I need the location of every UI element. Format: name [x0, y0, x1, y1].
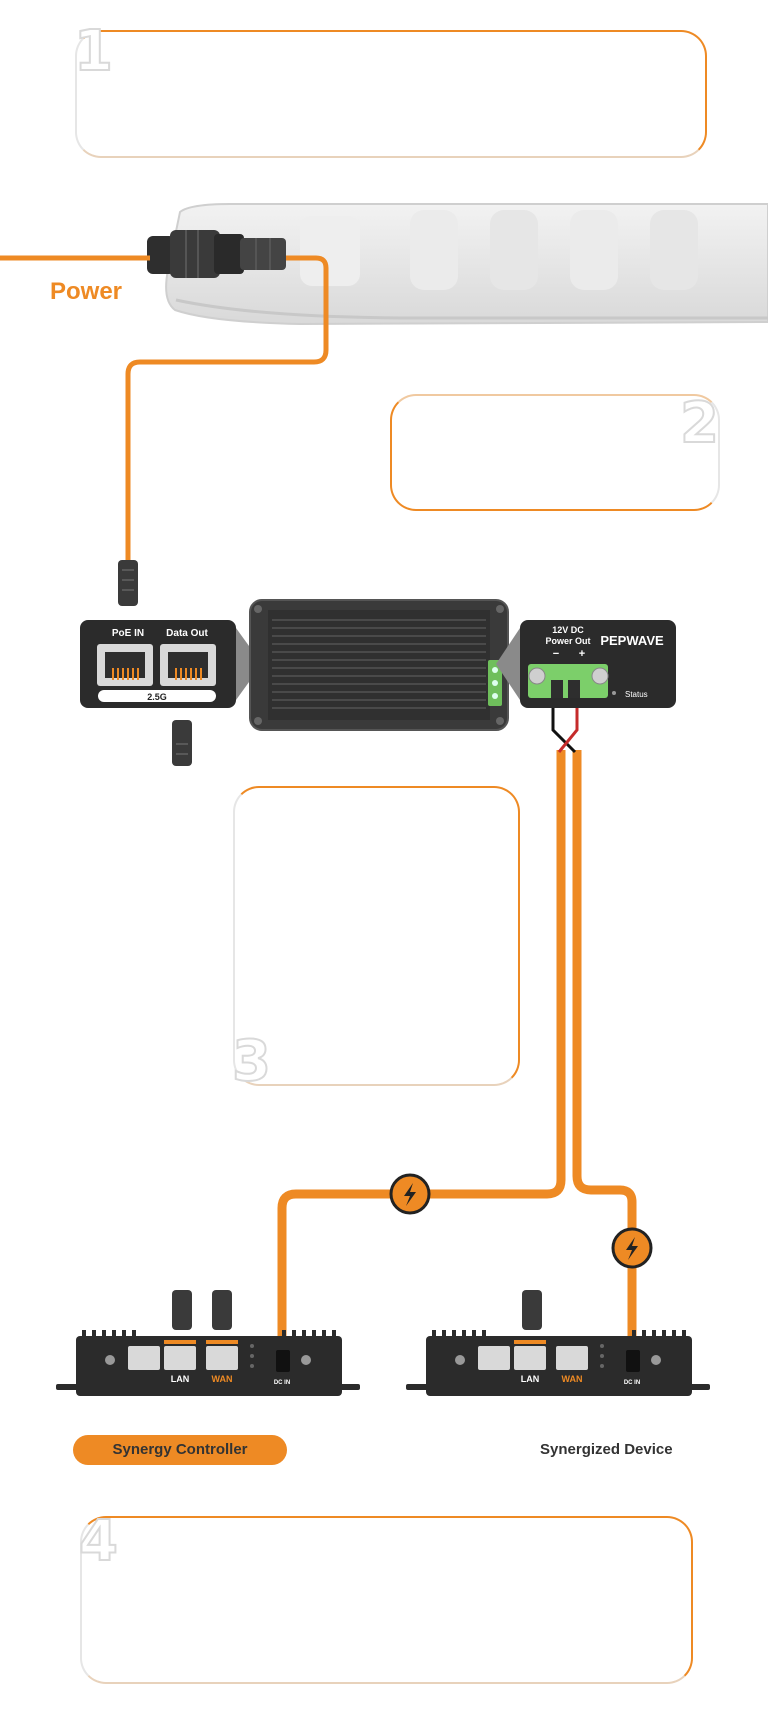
dc-wires: [551, 700, 579, 754]
status-label: Status: [625, 690, 648, 699]
step-4-number: 4: [78, 1509, 119, 1574]
brand-logo: PEPWAVE: [600, 633, 664, 648]
router-device-controller: [56, 1290, 360, 1396]
router2-dcin-label: DC IN: [624, 1380, 640, 1386]
step-3-number: 3: [231, 1029, 272, 1094]
synergy-controller-badge: Synergy Controller: [73, 1435, 287, 1465]
lightning-icon: [389, 1173, 431, 1215]
poe-in-label: PoE IN: [112, 628, 144, 639]
step-4-box: [80, 1516, 693, 1684]
ethernet-plug-icon: [172, 720, 192, 766]
dc-header-line1: 12V DC: [552, 625, 584, 635]
step-1-number: 1: [73, 19, 114, 84]
dc-header-line2: Power Out: [545, 636, 590, 646]
router1-dcin-label: DC IN: [274, 1380, 290, 1386]
dc-minus-label: −: [553, 648, 559, 660]
power-label: Power: [50, 278, 123, 305]
step-2-box: [390, 394, 720, 511]
data-out-label: Data Out: [166, 628, 208, 639]
router2-wan-label: WAN: [562, 1374, 583, 1384]
step-2-number: 2: [679, 391, 720, 456]
lightning-icon: [611, 1227, 653, 1269]
router2-lan-label: LAN: [521, 1374, 540, 1384]
step-1-box: [75, 30, 707, 158]
outdoor-antenna-dome: [165, 203, 768, 326]
ethernet-plug-icon: [118, 560, 138, 606]
router-device-synergized: [406, 1290, 710, 1396]
ethernet-plug-icon: [172, 1290, 192, 1330]
speed-badge: 2.5G: [147, 692, 167, 702]
poe-splitter-body: [249, 599, 509, 731]
ethernet-plug-icon: [212, 1290, 232, 1330]
cable-gland: [147, 230, 286, 278]
power-out-module: [496, 620, 676, 708]
dc-plus-label: +: [579, 648, 585, 660]
ethernet-plug-icon: [522, 1290, 542, 1330]
step-3-box: [233, 786, 520, 1086]
power-cables: [0, 255, 637, 1362]
synergized-device-label: Synergized Device: [540, 1441, 673, 1458]
poe-injector: [80, 620, 262, 708]
router1-lan-label: LAN: [171, 1374, 190, 1384]
router1-wan-label: WAN: [212, 1374, 233, 1384]
